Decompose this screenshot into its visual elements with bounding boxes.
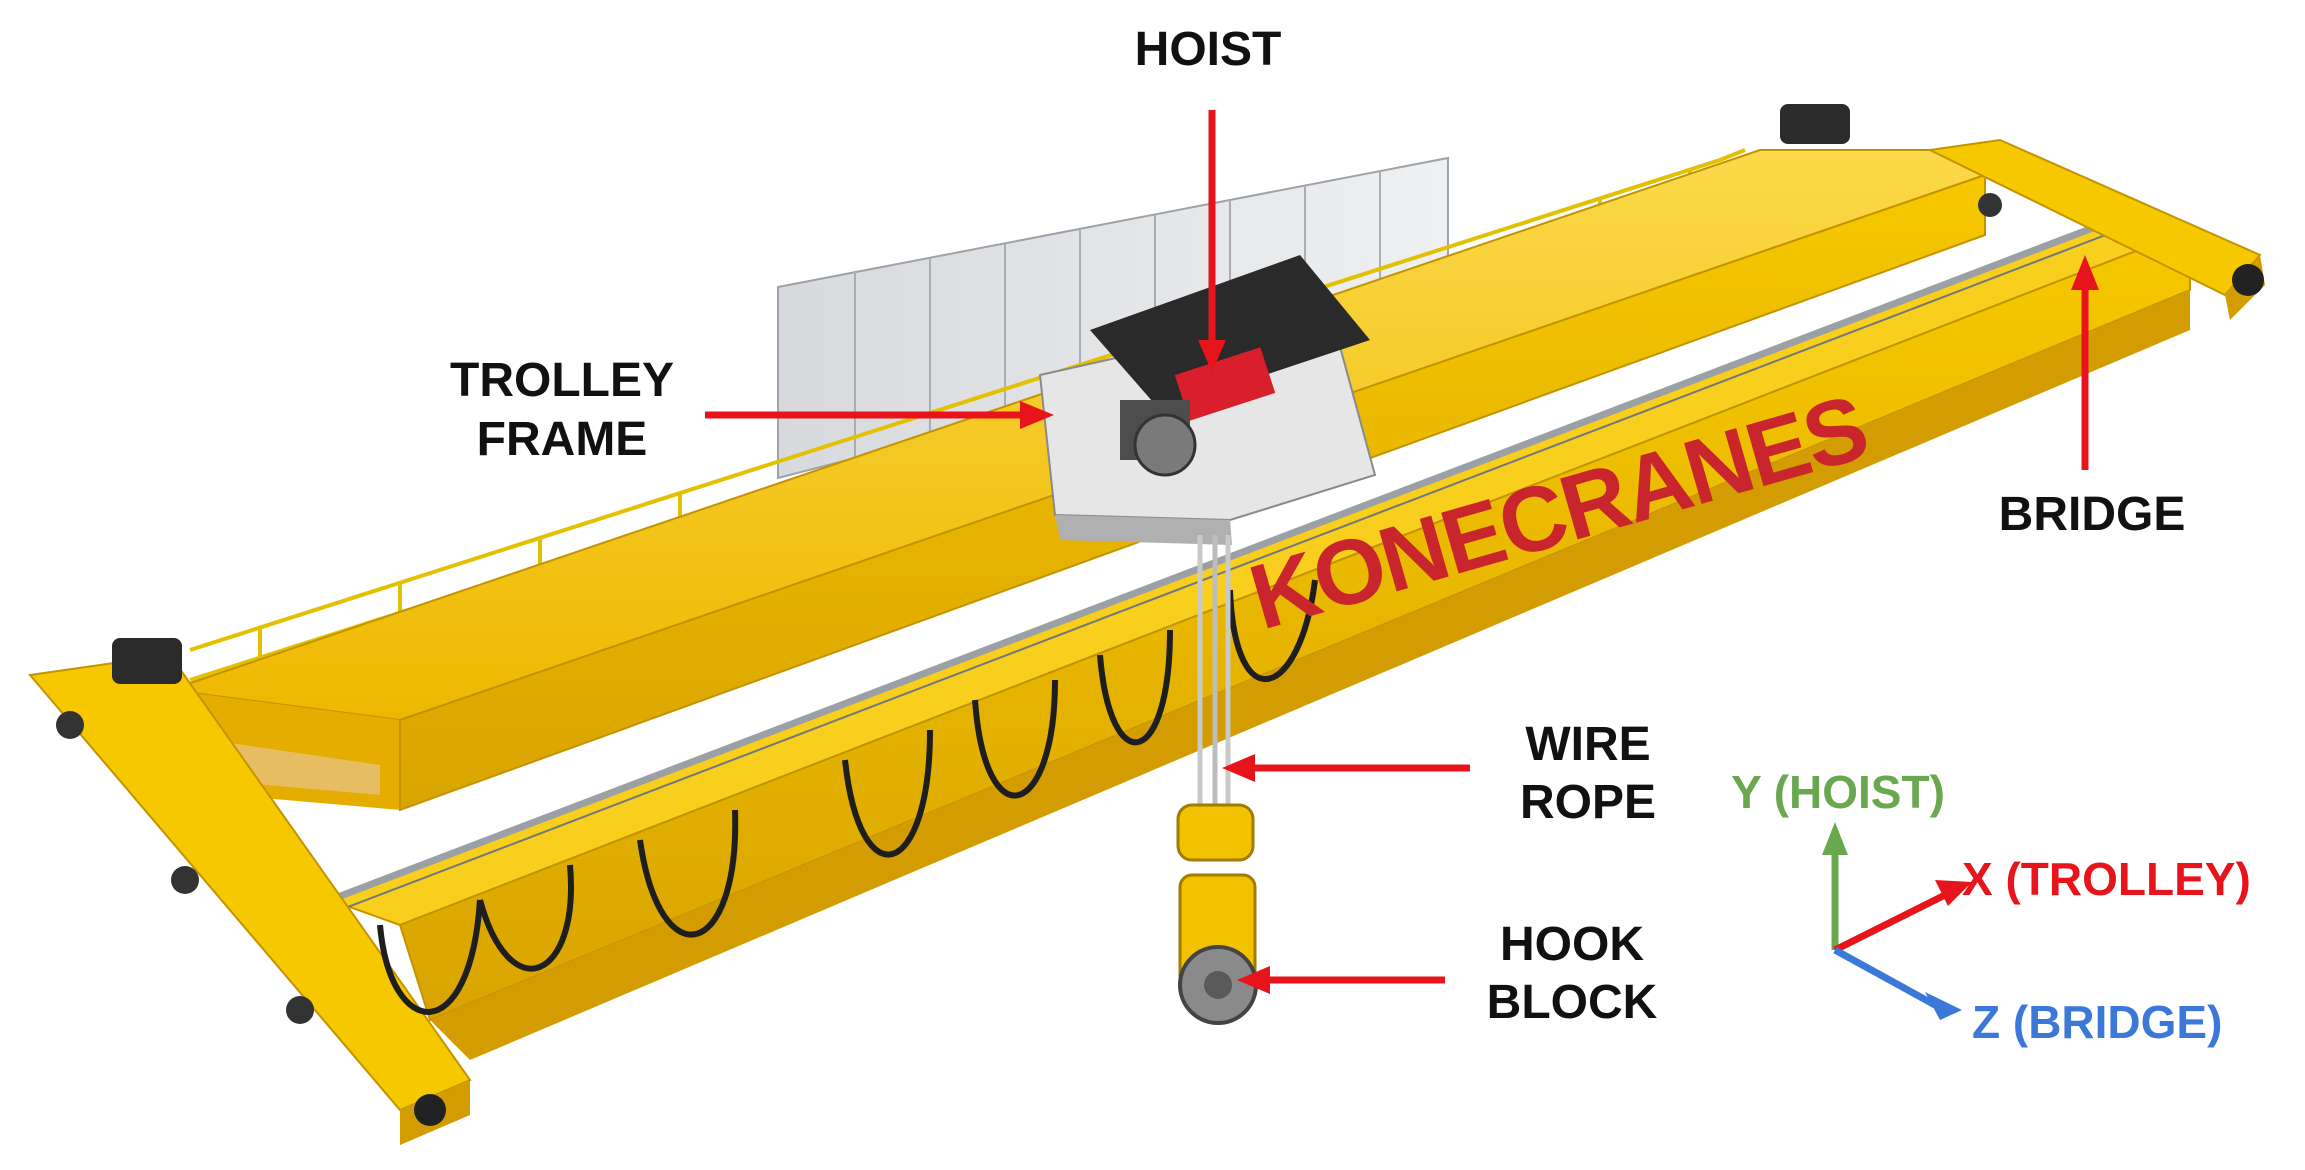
- wire-rope-label-line2: ROPE: [1520, 776, 1656, 829]
- trolley-frame-arrow: [705, 401, 1054, 429]
- coordinate-axes: Y (HOIST) X (TROLLEY) Z (BRIDGE): [1731, 766, 2251, 1048]
- x-axis-arrow: [1833, 880, 1972, 954]
- trolley: [1038, 255, 1377, 545]
- trolley-frame-label-line2: FRAME: [477, 413, 648, 466]
- hook-assembly: [1176, 535, 1258, 1025]
- bridge-label: BRIDGE: [1999, 488, 2186, 541]
- y-axis-label: Y (HOIST): [1731, 766, 1945, 818]
- x-axis-label: X (TROLLEY): [1962, 853, 2251, 905]
- end-truck-right: [1780, 104, 2265, 320]
- z-axis-label: Z (BRIDGE): [1972, 996, 2222, 1048]
- trolley-frame-label-line1: TROLLEY: [450, 354, 674, 407]
- bridge-arrow: [2071, 255, 2099, 470]
- wire-rope-arrow: [1222, 754, 1470, 782]
- festoon-cable: [377, 579, 1318, 1015]
- hoist-label: HOIST: [1135, 23, 1282, 76]
- hook-block-label-line2: BLOCK: [1487, 976, 1658, 1029]
- z-axis-arrow: [1833, 946, 1962, 1020]
- end-truck-left: [28, 638, 472, 1145]
- front-girder: [327, 206, 2193, 1060]
- hook-block-label-line1: HOOK: [1500, 918, 1644, 971]
- callout-arrows: [705, 110, 2099, 994]
- hook-block-arrow: [1237, 966, 1445, 994]
- component-labels: HOIST TROLLEY FRAME BRIDGE WIRE ROPE HOO…: [450, 23, 2185, 1029]
- hoist-arrow: [1198, 110, 1226, 372]
- wire-rope-label-line1: WIRE: [1525, 718, 1650, 771]
- y-axis-arrow: [1822, 822, 1848, 950]
